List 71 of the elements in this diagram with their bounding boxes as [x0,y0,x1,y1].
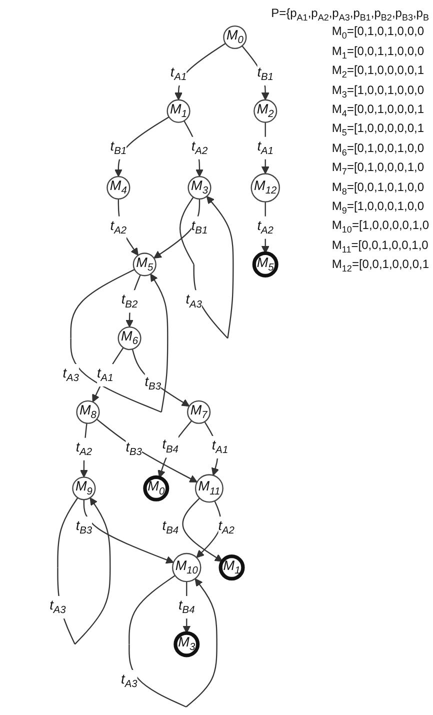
edge-label: t$_{A2}$ [110,218,127,237]
edge-label: t$_{B1}$ [258,65,274,84]
edge-label: t$_{B4}$ [178,598,196,616]
arrow [204,422,220,476]
marking-vector-text: M$_{1}$=[0,0,1,1,0,0,0 [332,44,425,62]
node-circle: M$_{0}$ [144,476,170,502]
node-circle: M$_{1}$ [219,554,246,581]
arrow [184,120,204,178]
node-circle: M$_{11}$ [195,474,224,504]
arrow [114,116,170,178]
edge-label: t$_{A1}$ [170,65,188,84]
arrow [132,349,190,407]
node-circle: M$_{10}$ [172,553,202,583]
edge-label: t$_{A2}$ [258,218,274,237]
edge-label: t$_{A1}$ [258,138,274,158]
node-circle: M$_{7}$ [187,400,212,424]
edge-label: t$_{B1}$ [110,138,127,158]
marking-vector-text: M$_{4}$=[0,0,1,0,0,0,1 [332,102,425,120]
node-circle: M$_{3}$ [174,632,200,658]
node-circle: M$_{8}$ [76,400,100,424]
edge-label: t$_{A1}$ [212,438,229,456]
marking-vector-text: M$_{8}$=[0,0,1,0,1,0,0 [332,180,425,198]
arrow [154,199,201,259]
edge-label: t$_{B1}$ [192,218,208,237]
edge-label: t$_{A3}$ [50,598,66,616]
arrow [92,348,124,403]
node-circle: M$_{1}$ [167,100,191,124]
marking-vector-text: M$_{6}$=[0,1,0,0,1,0,0 [332,140,425,160]
edge-label: t$_{B4}$ [162,518,179,537]
node-circle: M$_{9}$ [72,477,96,501]
edge-label: t$_{A3}$ [186,292,202,310]
node-circle: M$_{5}$ [133,253,157,277]
place-vector-text: P={p$_{A1}$,p$_{A2}$,p$_{A3}$,p$_{B1}$,p$_{B2}$,p$_{B3}$,p$_{B}$ [271,6,429,22]
marking-vector-text: M$_{0}$=[0,1,0,1,0,0,0 [332,24,425,43]
marking-vector-text: M$_{2}$=[0,1,0,0,0,0,1 [332,63,425,82]
node-circle: M$_{3}$ [188,176,212,200]
arrow [175,43,226,101]
edge-label: t$_{A2}$ [218,518,235,537]
marking-vector-text: M$_{11}$=[0,0,1,0,0,1,0 [332,238,429,256]
arrow [129,575,218,708]
edge-label: t$_{B3}$ [76,518,92,537]
arrow [96,419,198,483]
edge-label: t$_{A1}$ [97,366,114,384]
edge-label: t$_{B2}$ [122,292,138,310]
arrow [70,269,169,414]
node-circle: M$_{12}$ [251,174,280,203]
node-circle: M$_{0}$ [224,26,248,50]
arrow [262,122,270,174]
node-circle: M$_{6}$ [118,326,142,350]
node-circle: M$_{5}$ [252,252,279,278]
arrow [180,196,234,340]
marking-vector-text: M$_{9}$=[1,0,0,0,1,0,0 [332,198,425,218]
edge-label: t$_{A3}$ [63,366,80,384]
marking-vector-text: M$_{12}$=[0,0,1,0,0,0,1 [332,257,429,276]
node-circle: M$_{4}$ [107,176,131,200]
edge-label: t$_{A3}$ [122,672,138,690]
arrow [58,498,112,645]
marking-vector-text: M$_{5}$=[1,0,0,0,0,0,1 [332,121,425,140]
edge-label: t$_{B3}$ [126,440,142,458]
arrow [84,500,174,564]
edge-label: t$_{A2}$ [76,440,92,458]
marking-vector-text: M$_{3}$=[1,0,0,1,0,0,0 [332,82,425,101]
edge-label: t$_{B3}$ [145,374,162,393]
arrow [262,202,270,254]
node-circle: M$_{2}$ [254,100,278,124]
arrow [158,420,193,478]
edge-label: t$_{B4}$ [162,437,179,456]
edge-label: t$_{A2}$ [192,138,208,158]
arrow [118,199,139,256]
marking-vector-text: M$_{7}$=[0,1,0,0,0,1,0 [332,160,425,179]
marking-vector-text: M$_{10}$=[1,0,0,0,0,1,0 [332,218,429,237]
